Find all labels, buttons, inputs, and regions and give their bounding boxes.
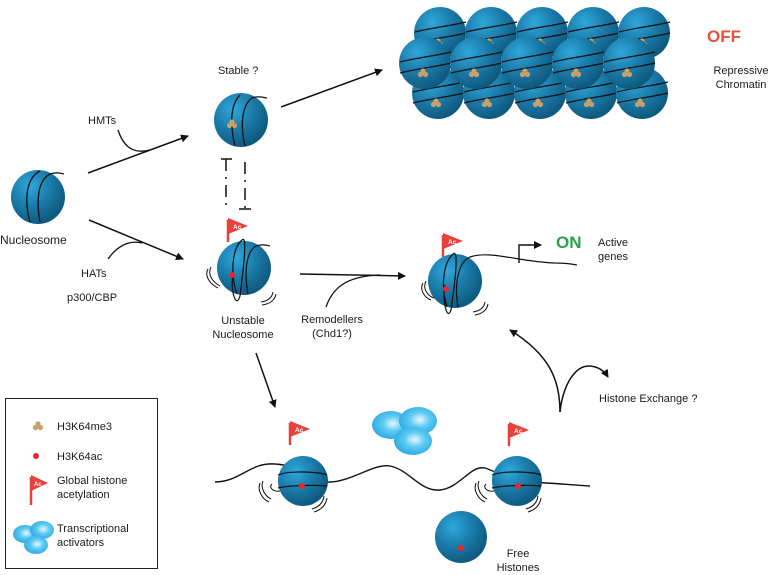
compact-nucleosome-icon [501, 37, 554, 89]
red-dot-icon [33, 453, 39, 459]
transcriptional-activators-icon [372, 407, 437, 455]
legend-acetylation-line1: Global histone [57, 475, 128, 487]
repression-arrow [280, 68, 383, 108]
compact-nucleosome-icon [399, 37, 452, 89]
active-line2: genes [598, 251, 628, 263]
compact-nucleosome-icon [603, 37, 656, 89]
bottom-nucleosome-left-icon [258, 419, 328, 513]
remodellers-line2: (Chd1?) [312, 328, 352, 340]
legend-item-h3k64ac: H3K64ac [57, 451, 103, 463]
remodellers-line1: Remodellers [301, 314, 363, 326]
free-line1: Free [506, 548, 530, 560]
hmts-arrow [87, 129, 189, 174]
ac-flag-icon: Ac [29, 475, 48, 505]
free-histones-label: Free Histones [488, 547, 548, 575]
compact-nucleosome-icon [552, 37, 605, 89]
active-line1: Active [598, 237, 628, 249]
legend-item-h3k64me3: H3K64me3 [57, 421, 113, 433]
legend-item-activators: Transcriptional activators [57, 522, 129, 550]
stable-nucleosome-icon [214, 93, 268, 147]
nucleosome-label: Nucleosome [0, 233, 67, 247]
legend-acetylation-line2: acetylation [57, 489, 110, 501]
remodellers-arrow [299, 271, 406, 308]
bottom-nucleosome-right-icon [474, 420, 542, 513]
compact-nucleosome-icon [450, 37, 503, 89]
free-histone-icon [435, 511, 487, 563]
mutual-inhibition-lines [221, 158, 251, 210]
legend-activators-line1: Transcriptional [57, 523, 129, 535]
activator-cluster-icon [13, 521, 54, 554]
destabilize-arrow [255, 352, 277, 408]
hats-arrow [88, 219, 184, 261]
legend-icons: Ac [13, 421, 54, 554]
off-status: OFF [707, 27, 741, 46]
repressive-line2: Chromatin [715, 79, 767, 91]
histone-exchange-label: Histone Exchange ? [599, 393, 698, 405]
unstable-nucleosome-label: Unstable Nucleosome [211, 314, 275, 342]
legend-activators-line2: activators [57, 537, 105, 549]
hats-label: HATs [81, 268, 107, 280]
histone-exchange-arrows [509, 329, 609, 413]
stable-label: Stable ? [218, 65, 259, 77]
svg-text:Ac: Ac [34, 482, 42, 488]
hmts-label: HMTs [88, 115, 117, 127]
unstable-nucleosome-icon [206, 216, 277, 306]
unstable-line2: Nucleosome [212, 329, 274, 341]
repressive-line1: Repressive [713, 65, 769, 77]
nucleosome-icon [11, 170, 65, 224]
transcription-start-arrow [518, 241, 542, 263]
remodellers-label: Remodellers (Chd1?) [294, 313, 370, 341]
p300-label: p300/CBP [67, 292, 118, 304]
legend [5, 398, 158, 569]
repressive-chromatin-array [399, 7, 671, 119]
unstable-line1: Unstable [221, 315, 265, 327]
free-line2: Histones [496, 562, 540, 574]
legend-item-global-acetylation: Global histone acetylation [57, 474, 127, 502]
active-nucleosome-icon [421, 231, 578, 316]
on-status: ON [556, 233, 582, 252]
active-genes-label: Active genes [598, 236, 628, 264]
repressive-chromatin-label: Repressive Chromatin [709, 64, 773, 92]
